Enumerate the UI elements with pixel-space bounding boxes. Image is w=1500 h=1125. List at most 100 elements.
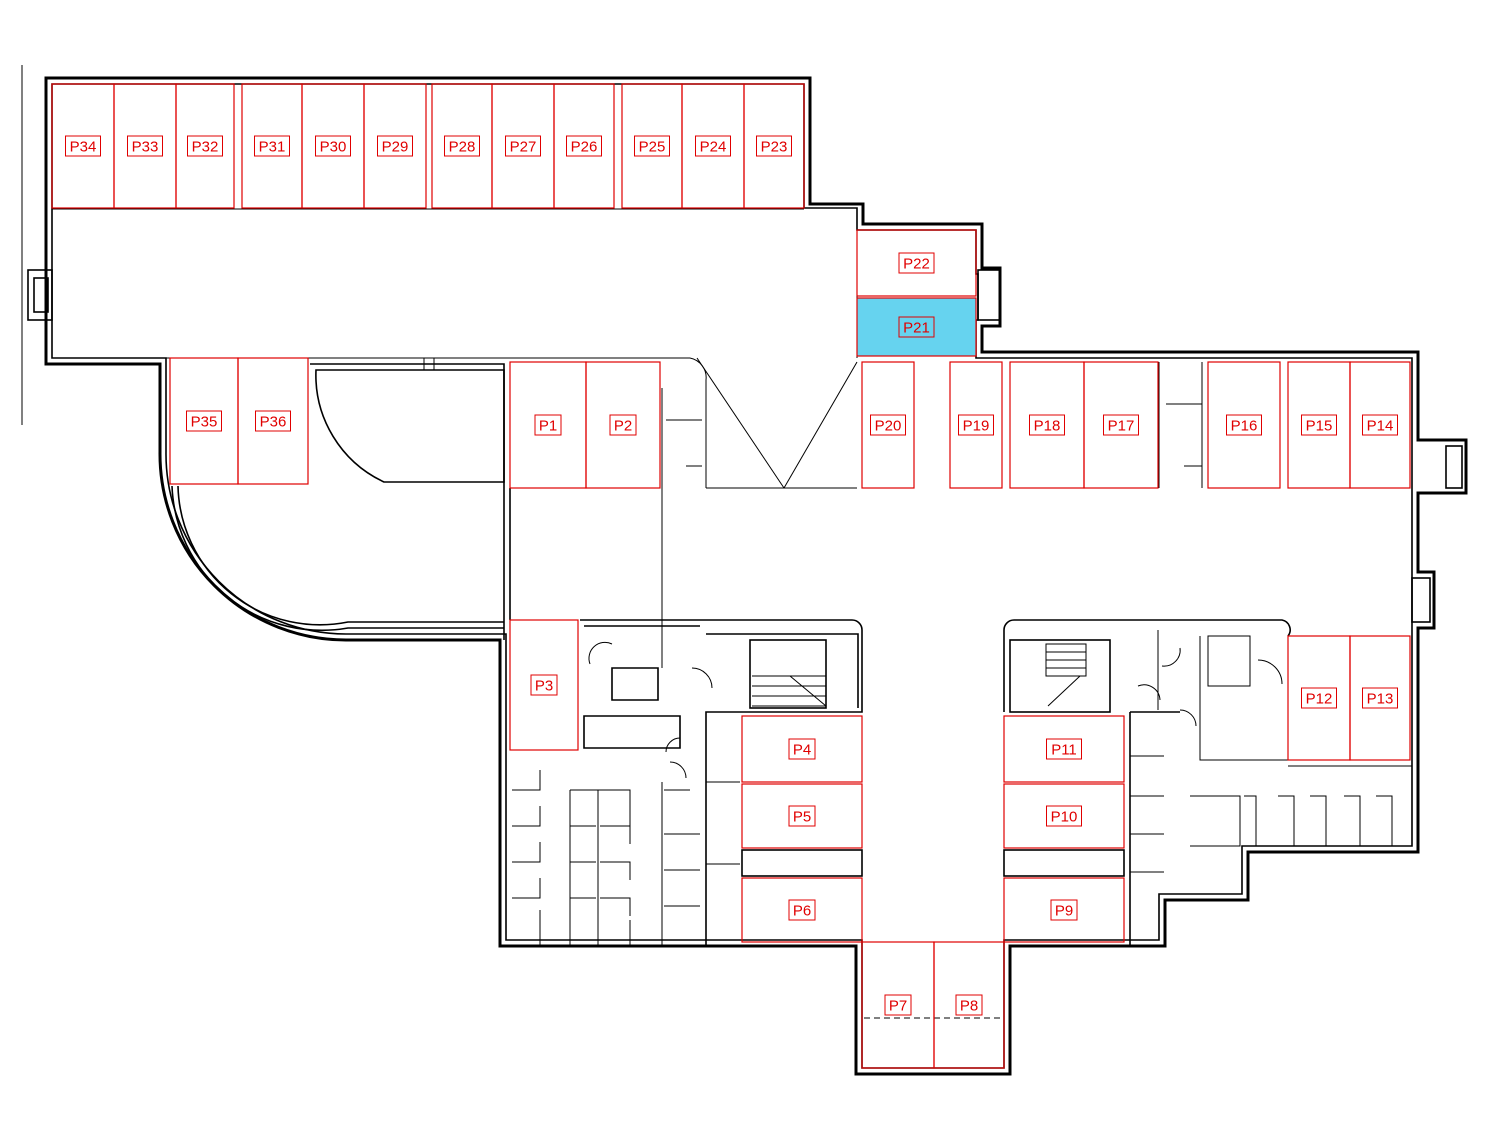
stall-label: P5	[793, 809, 811, 826]
stall-outline[interactable]	[363, 83, 427, 209]
parking-stall-p34[interactable]: P34	[51, 83, 115, 209]
stall-tag-box	[695, 135, 731, 157]
parking-stall-p26[interactable]: P26	[553, 83, 615, 209]
stall-outline[interactable]	[741, 877, 863, 943]
parking-stall-p8[interactable]: P8	[933, 941, 1005, 1069]
stall-tag-box	[1029, 414, 1065, 436]
stall-label: P2	[614, 418, 632, 435]
stall-label: P4	[793, 742, 811, 759]
parking-stall-p1[interactable]: P1	[509, 361, 587, 489]
stall-tag-box	[1103, 414, 1139, 436]
stall-tag-box	[1301, 414, 1337, 436]
stall-tag-box	[756, 135, 792, 157]
stall-label: P13	[1367, 691, 1394, 708]
parking-stall-p28[interactable]: P28	[431, 83, 493, 209]
stall-outline[interactable]	[1083, 361, 1159, 489]
stall-outline[interactable]	[1003, 877, 1125, 943]
stall-label: P10	[1051, 809, 1078, 826]
stall-outline[interactable]	[1349, 361, 1411, 489]
parking-stall-p21[interactable]: P21	[856, 297, 977, 357]
stall-label: P29	[382, 139, 409, 156]
stall-tag-box	[65, 135, 101, 157]
stall-outline[interactable]	[743, 83, 805, 209]
stall-label: P34	[70, 139, 97, 156]
parking-stall-p3[interactable]: P3	[509, 619, 579, 751]
stall-label: P30	[320, 139, 347, 156]
stall-outline[interactable]	[1003, 715, 1125, 783]
stall-tag-box	[958, 414, 994, 436]
stall-tag-box	[530, 674, 558, 696]
stall-tag-box	[955, 994, 983, 1016]
parking-stall-p24[interactable]: P24	[681, 83, 745, 209]
stall-outline[interactable]	[741, 783, 863, 849]
parking-stall-p5[interactable]: P5	[741, 783, 863, 849]
stall-label: P24	[700, 139, 727, 156]
stall-tag-box	[870, 414, 906, 436]
stall-tag-box	[1046, 738, 1082, 760]
parking-stall-p30[interactable]: P30	[301, 83, 365, 209]
parking-stall-p4[interactable]: P4	[741, 715, 863, 783]
stall-tag-box	[377, 135, 413, 157]
parking-stall-p18[interactable]: P18	[1009, 361, 1085, 489]
parking-stall-p15[interactable]: P15	[1287, 361, 1351, 489]
parking-stall-p7[interactable]: P7	[861, 941, 935, 1069]
stall-tag-box	[609, 414, 637, 436]
parking-stall-p13[interactable]: P13	[1349, 635, 1411, 761]
parking-stall-p23[interactable]: P23	[743, 83, 805, 209]
stall-outline[interactable]	[509, 619, 579, 751]
stall-outline[interactable]	[585, 361, 661, 489]
parking-stall-p10[interactable]: P10	[1003, 783, 1125, 849]
stall-label: P7	[889, 998, 907, 1015]
stall-tag-box	[898, 316, 935, 338]
stall-tag-box	[898, 252, 935, 274]
parking-stall-p20[interactable]: P20	[861, 361, 915, 489]
parking-stall-p25[interactable]: P25	[621, 83, 683, 209]
parking-stall-p12[interactable]: P12	[1287, 635, 1351, 761]
stall-outline[interactable]	[741, 715, 863, 783]
parking-stall-p33[interactable]: P33	[113, 83, 177, 209]
stall-label: P28	[449, 139, 476, 156]
stall-outline[interactable]	[175, 83, 235, 209]
stall-outline[interactable]	[1349, 635, 1411, 761]
stall-tag-box	[884, 994, 912, 1016]
stall-outline[interactable]	[861, 361, 915, 489]
stall-outline[interactable]	[856, 229, 977, 297]
stall-label: P3	[535, 678, 553, 695]
parking-stall-p19[interactable]: P19	[949, 361, 1003, 489]
parking-stall-p6[interactable]: P6	[741, 877, 863, 943]
stall-label: P18	[1034, 418, 1061, 435]
parking-stall-p2[interactable]: P2	[585, 361, 661, 489]
stall-label: P21	[903, 320, 930, 337]
parking-stall-p35[interactable]: P35	[169, 357, 239, 485]
stall-outline[interactable]	[237, 357, 309, 485]
parking-stall-p32[interactable]: P32	[175, 83, 235, 209]
parking-stall-p27[interactable]: P27	[491, 83, 555, 209]
stall-tag-box	[127, 135, 163, 157]
stall-label: P33	[132, 139, 159, 156]
parking-stall-p16[interactable]: P16	[1207, 361, 1281, 489]
stall-tag-box	[634, 135, 670, 157]
stall-tag-box	[534, 414, 562, 436]
stall-outline[interactable]	[933, 941, 1005, 1069]
stall-label: P23	[761, 139, 788, 156]
parking-stall-p9[interactable]: P9	[1003, 877, 1125, 943]
parking-stall-p31[interactable]: P31	[241, 83, 303, 209]
stall-outline[interactable]	[1207, 361, 1281, 489]
parking-stall-p29[interactable]: P29	[363, 83, 427, 209]
parking-stall-p11[interactable]: P11	[1003, 715, 1125, 783]
stall-tag-box	[788, 738, 816, 760]
stall-outline[interactable]	[553, 83, 615, 209]
stall-label: P27	[510, 139, 537, 156]
parking-stall-p17[interactable]: P17	[1083, 361, 1159, 489]
stall-outline[interactable]	[1003, 783, 1125, 849]
parking-stall-p22[interactable]: P22	[856, 229, 977, 297]
parking-stall-p14[interactable]: P14	[1349, 361, 1411, 489]
stall-tag-box	[1226, 414, 1262, 436]
stall-outline[interactable]	[949, 361, 1003, 489]
stall-label: P36	[260, 414, 287, 431]
stall-label: P20	[875, 418, 902, 435]
stall-label: P32	[192, 139, 219, 156]
parking-stall-p36[interactable]: P36	[237, 357, 309, 485]
stall-label: P17	[1108, 418, 1135, 435]
